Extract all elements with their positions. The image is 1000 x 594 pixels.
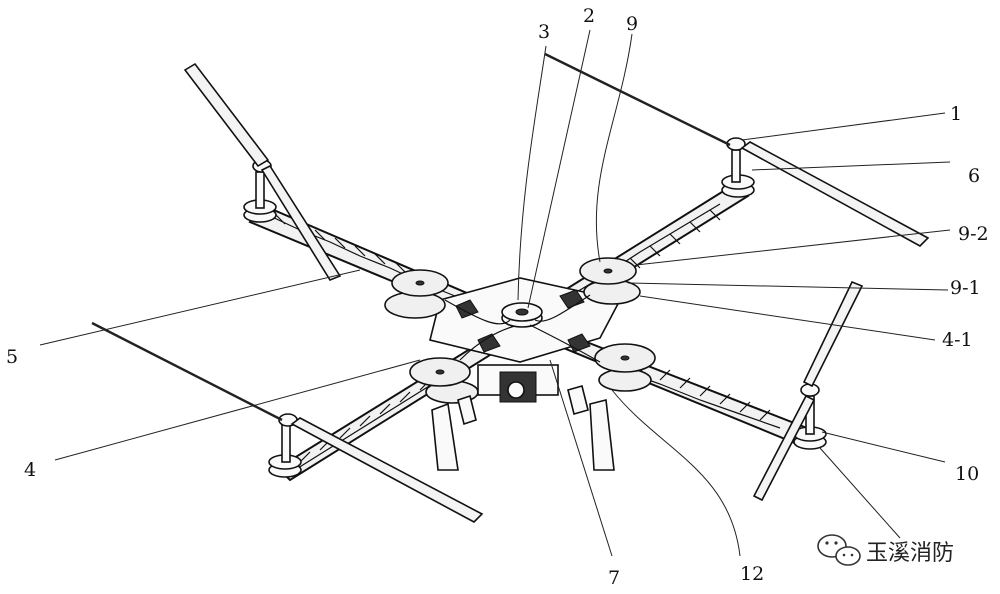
wechat-icon <box>817 534 861 566</box>
rotor-bottom-right <box>752 280 864 502</box>
watermark: 玉溪消防 <box>817 534 954 566</box>
propeller-blade <box>183 62 270 168</box>
landing-skid-left <box>431 402 459 471</box>
callout-4: 4 <box>24 459 36 481</box>
callout-7: 7 <box>608 567 620 589</box>
propeller-blade <box>290 417 484 523</box>
callout-6: 6 <box>968 165 980 187</box>
watermark-text: 玉溪消防 <box>866 541 954 566</box>
callout-2: 2 <box>583 5 595 27</box>
callout-12: 12 <box>740 563 764 585</box>
payload-and-landing-gear <box>431 364 615 471</box>
rotor-top-left <box>183 62 342 281</box>
callout-10: 10 <box>955 463 979 485</box>
pulley-discs <box>384 257 656 404</box>
callout-9-1: 9-1 <box>950 277 981 299</box>
callout-9-2: 9-2 <box>958 223 989 245</box>
rotor-top-right <box>544 52 930 247</box>
propeller-blade <box>260 164 342 281</box>
callout-5: 5 <box>6 346 18 368</box>
callout-labels: 1 2 3 4 4-1 5 6 7 9 9-1 9-2 10 12 <box>6 5 989 589</box>
callout-9: 9 <box>626 13 638 35</box>
leader-lines <box>39 29 951 557</box>
callout-4-1: 4-1 <box>942 329 973 351</box>
belts <box>444 294 601 363</box>
plate-hole <box>477 333 501 353</box>
rotor-bottom-left <box>91 321 484 523</box>
callout-3: 3 <box>538 21 550 43</box>
landing-skid-right <box>589 399 615 471</box>
propeller-blade <box>802 280 864 388</box>
propeller-blade <box>752 394 816 502</box>
plate-hole <box>455 299 479 319</box>
callout-1: 1 <box>950 103 962 125</box>
propeller-blade <box>740 141 930 247</box>
